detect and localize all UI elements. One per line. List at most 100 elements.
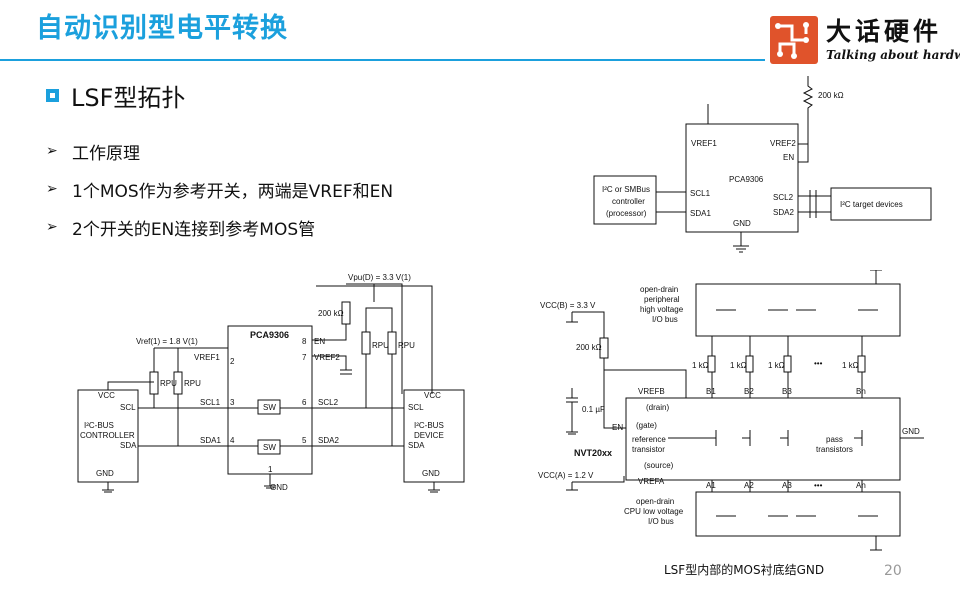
dev-scl-label: SCL — [408, 403, 424, 412]
scl2-label: SCL2 — [318, 398, 339, 407]
pin-en: EN — [783, 153, 794, 162]
pin-a3: A3 — [782, 481, 792, 490]
bullet-list: ➢ 工作原理 ➢ 1个MOS作为参考开关，两端是VREF和EN ➢ 2个开关的E… — [46, 132, 393, 246]
pin-2: 2 — [230, 357, 235, 366]
rpu-label-2: RPU — [398, 341, 415, 350]
pin-sda2: SDA2 — [773, 208, 794, 217]
ref-tr-label-2: transistor — [632, 445, 665, 454]
chip-label: PCA9306 — [250, 330, 289, 340]
page-number: 20 — [884, 563, 902, 579]
switch-1-label: SW — [263, 403, 276, 412]
pin-b2: B2 — [744, 387, 754, 396]
controller-label-1: I²C or SMBus — [602, 185, 650, 194]
pin-5: 5 — [302, 436, 307, 445]
r1k-label-4: 1 kΩ — [842, 361, 859, 370]
resistor-200k-label: 200 kΩ — [818, 91, 844, 100]
vccb-label: VCC(B) = 3.3 V — [540, 301, 596, 310]
pin-7: 7 — [302, 353, 307, 362]
pin-scl2: SCL2 — [773, 193, 794, 202]
switch-2-label: SW — [263, 443, 276, 452]
hv-bus-label-4: I/O bus — [652, 315, 678, 324]
lv-bus-label-2: CPU low voltage — [624, 507, 684, 516]
pin-vref2: VREF2 — [770, 139, 796, 148]
page-title: 自动识别型电平转换 — [36, 13, 288, 44]
dev-device-label: DEVICE — [414, 431, 444, 440]
pin-8: 8 — [302, 337, 307, 346]
r1k-label-3: 1 kΩ — [768, 361, 785, 370]
vrefa-label: VREFA — [638, 477, 665, 486]
source-label: (source) — [644, 461, 674, 470]
pin-a2: A2 — [744, 481, 754, 490]
chip-label: PCA9306 — [729, 175, 764, 184]
pin-4: 4 — [230, 436, 235, 445]
controller-label-3: (processor) — [606, 209, 647, 218]
pin-bn: Bn — [856, 387, 866, 396]
vrefb-label: VREFB — [638, 387, 665, 396]
r1k-label-1: 1 kΩ — [692, 361, 709, 370]
sda2-label: SDA2 — [318, 436, 339, 445]
header-divider — [0, 59, 765, 61]
pin-vref1: VREF1 — [691, 139, 717, 148]
vpu-label: Vpu(D) = 3.3 V(1) — [348, 273, 411, 282]
bullet-text: 2个开关的EN连接到参考MOS管 — [72, 219, 316, 240]
hv-bus-label-1: open-drain — [640, 285, 678, 294]
lv-bus-label-1: open-drain — [636, 497, 674, 506]
bullet-item: ➢ 2个开关的EN连接到参考MOS管 — [46, 208, 393, 246]
arrow-bullet-icon: ➢ — [46, 181, 58, 197]
square-bullet-icon — [46, 89, 59, 102]
logo-text-cn: 大话硬件 — [826, 17, 943, 46]
ctrl-vcc-label: VCC — [98, 391, 115, 400]
bullet-item: ➢ 工作原理 — [46, 132, 393, 170]
pca9306-block-diagram: 200 kΩ VREF1 SCL1 SDA1 VREF2 EN SCL2 SDA… — [593, 76, 932, 253]
arrow-bullet-icon: ➢ — [46, 219, 58, 235]
bullet-text: 工作原理 — [72, 143, 140, 164]
circuit-logo-icon — [770, 16, 818, 64]
figure-caption: LSF型内部的MOS衬底结GND — [664, 563, 825, 577]
arrow-bullet-icon: ➢ — [46, 143, 58, 159]
pin-6: 6 — [302, 398, 307, 407]
vref2-label: VREF2 — [314, 353, 340, 362]
rpu-label-4: RPU — [184, 379, 201, 388]
dev-sda-label: SDA — [408, 441, 425, 450]
vref-label: Vref(1) = 1.8 V(1) — [136, 337, 198, 346]
pin-an: An — [856, 481, 866, 490]
dev-gnd-label: GND — [422, 469, 440, 478]
logo-text-en: Talking about hardware — [826, 48, 960, 62]
pin-a1: A1 — [706, 481, 716, 490]
nvt20xx-schematic: open-drain peripheral high voltage I/O b… — [538, 270, 924, 551]
pin-sda1: SDA1 — [690, 209, 711, 218]
ellipsis-top: ••• — [814, 359, 823, 368]
sda1-label: SDA1 — [200, 436, 221, 445]
section-title: LSF型拓扑 — [46, 78, 185, 113]
r1k-label-2: 1 kΩ — [730, 361, 747, 370]
pin-1: 1 — [268, 465, 273, 474]
ctrl-bus-label: I²C-BUS — [84, 421, 114, 430]
ctrl-gnd-label: GND — [96, 469, 114, 478]
dev-bus-label: I²C-BUS — [414, 421, 444, 430]
gnd-label: GND — [733, 219, 751, 228]
r200-label: 200 kΩ — [318, 309, 344, 318]
section-title-text: LSF型拓扑 — [71, 84, 186, 112]
pass-tr-label-1: pass — [826, 435, 843, 444]
target-label: I²C target devices — [840, 200, 903, 209]
gnd-label: GND — [902, 427, 920, 436]
pin-3: 3 — [230, 398, 235, 407]
ctrl-sda-label: SDA — [120, 441, 137, 450]
chip-label: NVT20xx — [574, 448, 612, 458]
hv-bus-label-2: peripheral — [644, 295, 680, 304]
ctrl-scl-label: SCL — [120, 403, 136, 412]
bullet-item: ➢ 1个MOS作为参考开关，两端是VREF和EN — [46, 170, 393, 208]
ellipsis-bottom: ••• — [814, 481, 823, 490]
dev-vcc-label: VCC — [424, 391, 441, 400]
controller-label-2: controller — [612, 197, 645, 206]
en-label: EN — [612, 423, 623, 432]
pin-scl1: SCL1 — [690, 189, 711, 198]
hv-bus-label-3: high voltage — [640, 305, 684, 314]
pass-tr-label-2: transistors — [816, 445, 853, 454]
drain-label: (drain) — [646, 403, 669, 412]
r200-label: 200 kΩ — [576, 343, 602, 352]
en-label: EN — [314, 337, 325, 346]
pca9306-schematic: Vpu(D) = 3.3 V(1) Vref(1) = 1.8 V(1) 200… — [77, 273, 465, 493]
ref-tr-label-1: reference — [632, 435, 666, 444]
scl1-label: SCL1 — [200, 398, 221, 407]
